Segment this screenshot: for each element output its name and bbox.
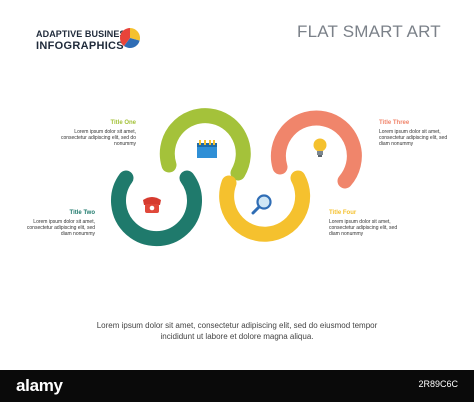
- telephone-icon: [143, 197, 161, 213]
- magnifier-icon: [251, 194, 272, 215]
- step-four-text: Lorem ipsum dolor sit amet, consectetur …: [329, 219, 398, 237]
- step-three-text: Lorem ipsum dolor sit amet, consectetur …: [379, 129, 448, 147]
- caption: Lorem ipsum dolor sit amet, consectetur …: [0, 320, 474, 342]
- calendar-icon: [197, 140, 217, 158]
- step-three-arc: [270, 110, 362, 189]
- step-two-text: Lorem ipsum dolor sit amet, consectetur …: [26, 219, 95, 237]
- step-two-arc: [111, 170, 202, 247]
- footer-brand: alamy: [16, 376, 63, 395]
- step-one-text: Lorem ipsum dolor sit amet, consectetur …: [60, 129, 136, 147]
- caption-line-1: Lorem ipsum dolor sit amet, consectetur …: [96, 321, 378, 330]
- step-one-arc: [159, 108, 251, 181]
- smart-art-diagram: [111, 108, 362, 247]
- step-four-arc: [219, 170, 311, 242]
- page-title: FLAT SMART ART: [297, 22, 441, 41]
- step-one-title: Title One: [110, 120, 136, 126]
- lightbulb-icon: [313, 138, 327, 157]
- logo: ADAPTIVE BUSINESS INFOGRAPHICS: [36, 28, 132, 52]
- logo-line-1: ADAPTIVE BUSINESS: [36, 29, 132, 39]
- footer-image-id: 2R89C6C: [418, 379, 458, 389]
- step-four-title: Title Four: [329, 210, 357, 216]
- step-two-title: Title Two: [69, 210, 95, 216]
- step-three-title: Title Three: [379, 120, 410, 126]
- logo-line-2: INFOGRAPHICS: [36, 40, 124, 52]
- footer-bar: alamy 2R89C6C: [0, 370, 474, 402]
- pie-chart-icon: [120, 28, 141, 49]
- caption-line-2: incididunt ut labore et dolore magna ali…: [160, 332, 314, 341]
